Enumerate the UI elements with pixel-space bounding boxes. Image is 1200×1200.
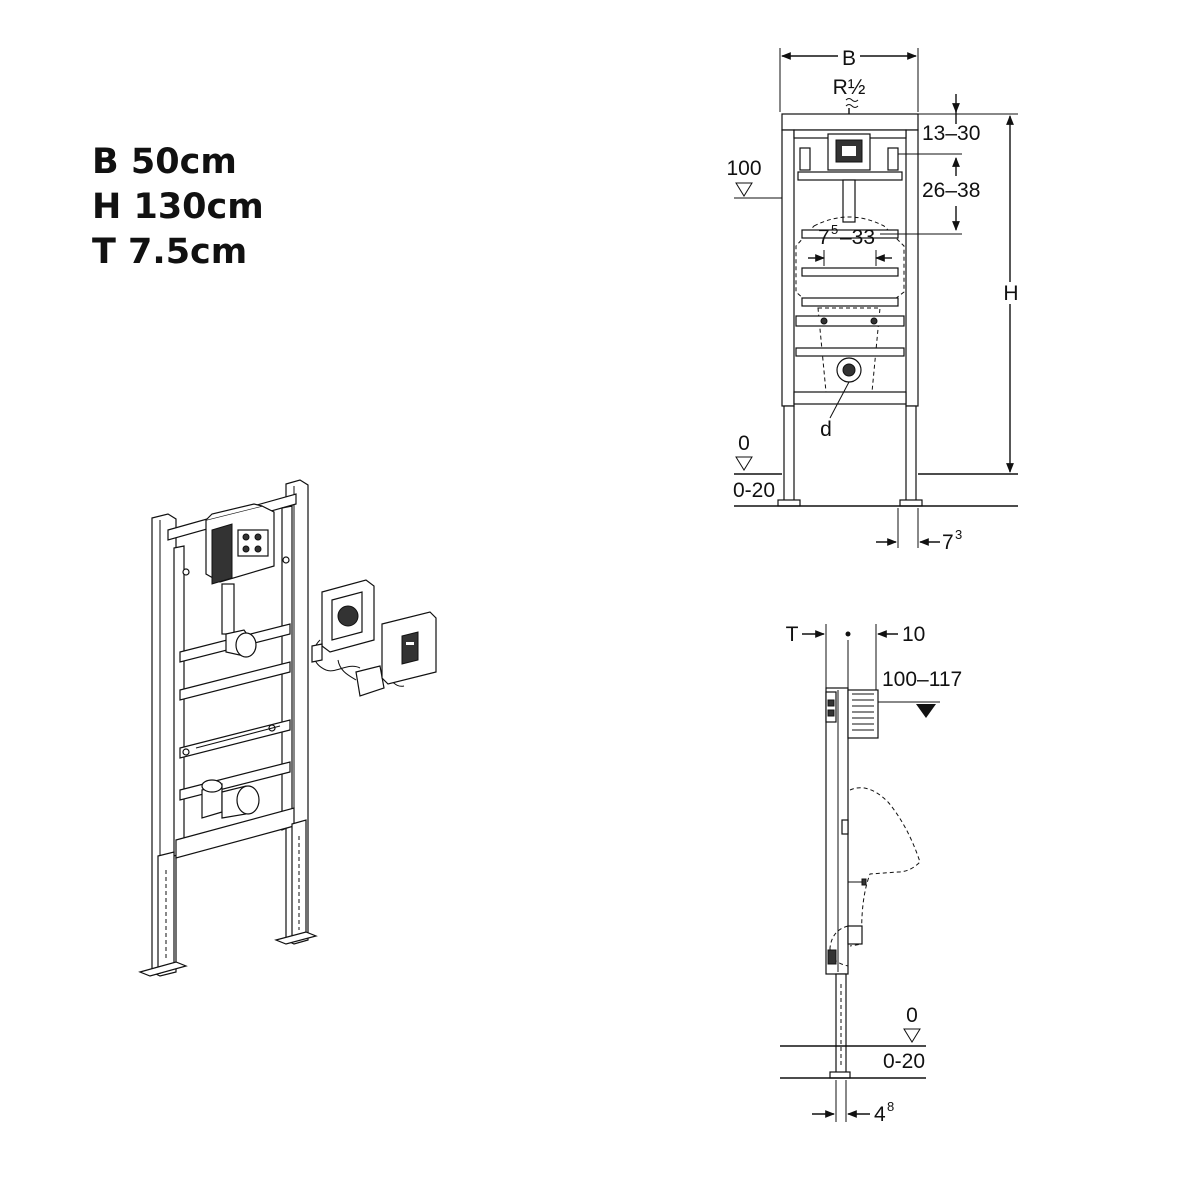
front-range-75-33-sup: 5: [831, 222, 838, 237]
front-height-label: H: [1003, 282, 1018, 305]
side-range-100-117: 100–117: [882, 668, 962, 691]
front-ref-100: 100: [726, 157, 761, 180]
front-range-75-33-base: 7: [818, 226, 830, 249]
side-foot-offset-base: 4: [874, 1103, 886, 1126]
accessory-parts-illustration: [311, 579, 437, 697]
front-width-label: B: [842, 47, 856, 70]
side-ref-zero: 0: [906, 1004, 918, 1027]
front-foot-offset-base: 7: [942, 531, 954, 554]
spec-depth: T 7.5cm: [92, 232, 248, 272]
front-floor-range: 0-20: [733, 479, 775, 502]
front-view-diagram: B R½: [726, 47, 1022, 554]
spec-width: B 50cm: [92, 142, 237, 182]
side-depth-label: T: [786, 623, 799, 646]
front-foot-offset-sup: 3: [955, 527, 962, 542]
isometric-frame-illustration: [138, 479, 318, 977]
side-foot-offset-sup: 8: [887, 1099, 894, 1114]
side-offset-10: 10: [902, 623, 925, 646]
side-floor-range: 0-20: [883, 1050, 925, 1073]
front-range-75-33-rest: –33: [840, 226, 875, 249]
spec-height: H 130cm: [92, 187, 264, 227]
spec-list: B 50cm H 130cm T 7.5cm: [92, 140, 264, 275]
side-view-diagram: T 10 100–117: [780, 623, 962, 1126]
front-supply-label: R½: [833, 76, 866, 99]
front-range-13-30: 13–30: [922, 122, 980, 145]
front-ref-zero: 0: [738, 432, 750, 455]
front-range-26-38: 26–38: [922, 179, 980, 202]
front-drain-label: d: [820, 418, 832, 441]
